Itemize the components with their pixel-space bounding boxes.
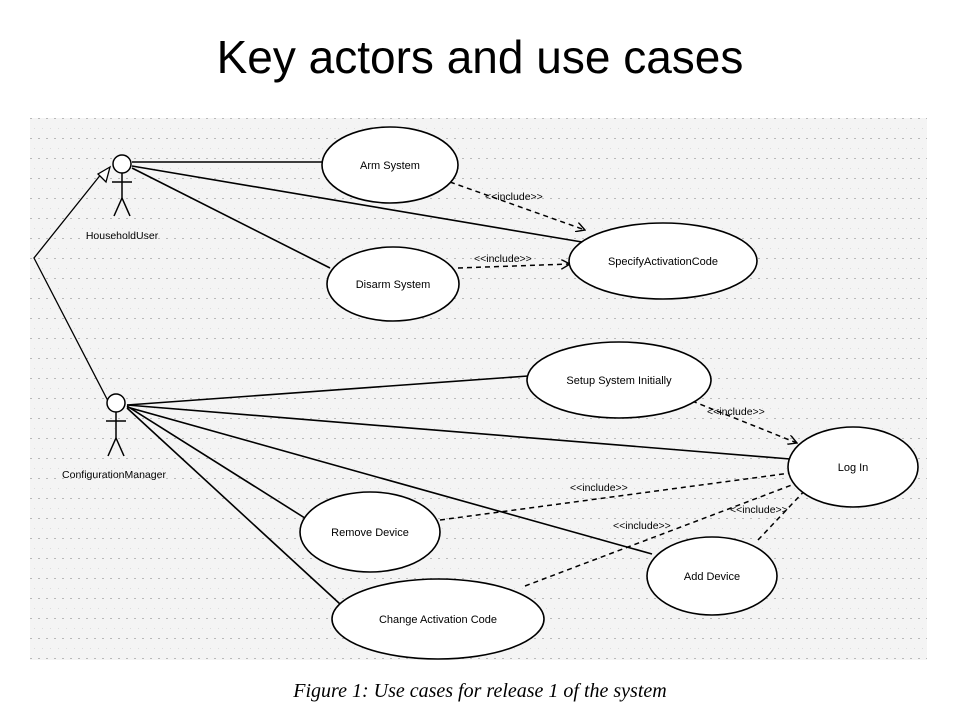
use-case-remove-device[interactable]: Remove Device [299,491,441,573]
association-lines [126,161,791,605]
include-label: <<include>> [613,520,671,532]
use-case-diagram: <<include>> <<include>> <<include>> <<in… [30,118,927,660]
include-label: <<include>> [485,191,543,203]
use-case-label: Arm System [360,160,420,172]
figure-caption: Figure 1: Use cases for release 1 of the… [293,680,667,702]
use-case-label: Change Activation Code [379,614,497,626]
use-case-arm-system[interactable]: Arm System [321,126,459,204]
use-case-log-in[interactable]: Log In [787,426,919,508]
actor-household-user[interactable] [112,154,132,217]
actor-label-configuration-manager: ConfigurationManager [62,469,166,481]
use-case-setup-system-initially[interactable]: Setup System Initially [526,341,712,419]
use-case-label: Log In [838,462,869,474]
generalization-arrowhead [96,165,112,184]
include-label: <<include>> [570,482,628,494]
use-case-change-activation-code[interactable]: Change Activation Code [331,578,545,660]
use-case-label: Disarm System [356,279,431,291]
generalization-line [33,172,109,402]
use-case-label: Add Device [684,571,740,583]
include-label: <<include>> [730,504,788,516]
actor-configuration-manager[interactable] [106,393,126,457]
use-case-label: Remove Device [331,527,409,539]
include-label: <<include>> [707,406,765,418]
use-case-add-device[interactable]: Add Device [646,536,778,616]
include-dependencies [439,181,810,587]
include-label: <<include>> [474,253,532,265]
actor-label-household-user: HouseholdUser [86,230,159,242]
use-case-specify-activation-code[interactable]: SpecifyActivationCode [568,222,758,300]
include-labels: <<include>> <<include>> <<include>> <<in… [474,191,788,532]
use-case-label: SpecifyActivationCode [608,256,718,268]
use-case-label: Setup System Initially [566,375,672,387]
page-title: Key actors and use cases [216,31,744,83]
use-case-disarm-system[interactable]: Disarm System [326,246,460,322]
